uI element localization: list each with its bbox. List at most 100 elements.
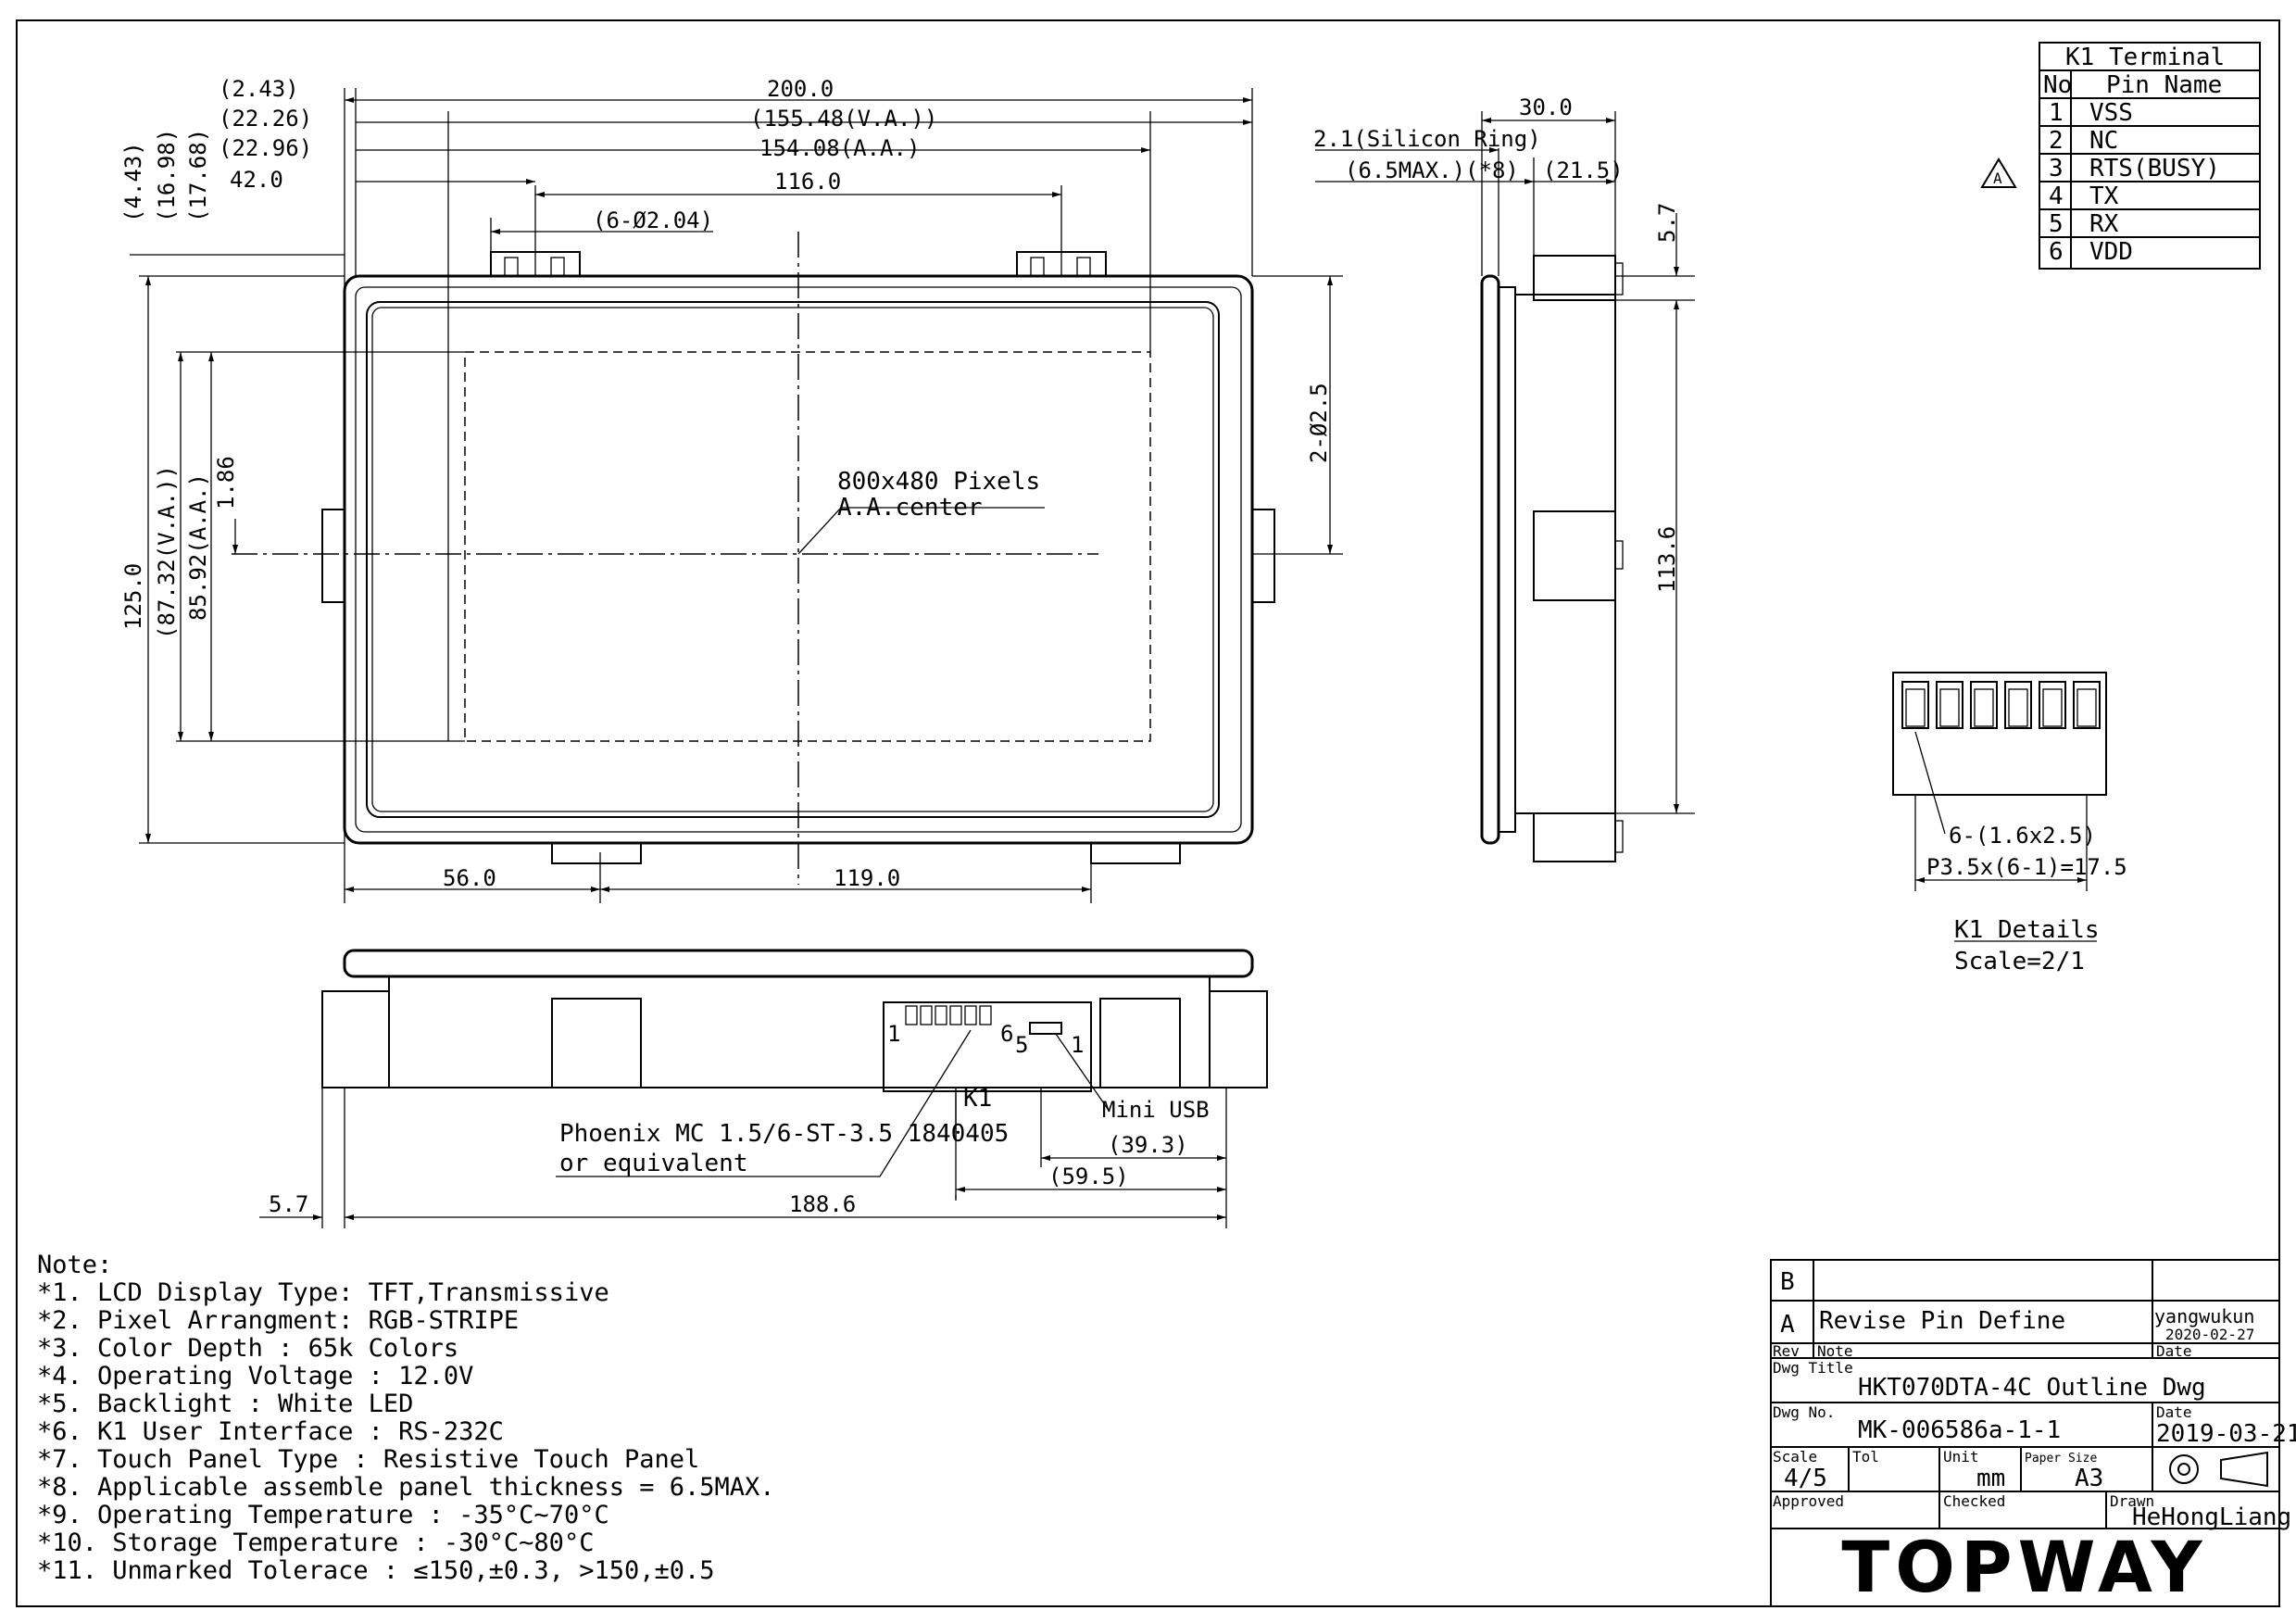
dim-front-va-height: (87.32(V.A.)) <box>154 465 180 639</box>
dim-front-2-43: (2.43) <box>219 76 299 102</box>
k1-header-no: No <box>2043 71 2072 99</box>
note-item: *9. Operating Temperature : -35°C~70°C <box>37 1501 609 1529</box>
sheet-border <box>16 19 2280 1607</box>
k1-row-no: 4 <box>2049 182 2064 210</box>
side-view: 30.0 2.1(Silicon Ring) (6.5MAX.)(*8) (21… <box>1313 94 1695 862</box>
dim-side-21-5: (21.5) <box>1543 157 1624 183</box>
dim-bottom-188-6: 188.6 <box>789 1191 856 1217</box>
dim-front-holes-right: 2-Ø2.5 <box>1306 383 1332 463</box>
label-usb-pin-5: 5 <box>1015 1032 1028 1058</box>
dim-front-22-96: (22.96) <box>219 135 312 161</box>
k1-table-title: K1 Terminal <box>2065 44 2225 71</box>
note-item: *6. K1 User Interface : RS-232C <box>37 1417 504 1446</box>
k1-row-no: 6 <box>2049 238 2064 266</box>
k1-row-no: 5 <box>2049 210 2064 238</box>
dim-front-va-width: (155.48(V.A.)) <box>750 106 937 132</box>
revision-triangle-letter: A <box>1993 170 2002 187</box>
dim-front-56: 56.0 <box>443 865 496 891</box>
tol-label: Tol <box>1852 1448 1879 1466</box>
note-item: *7. Touch Panel Type : Resistive Touch P… <box>37 1445 699 1474</box>
k1-detail-title: K1 Details <box>1954 916 2100 944</box>
paper-size-value: A3 <box>2075 1465 2103 1492</box>
dim-side-5-7: 5.7 <box>1654 203 1680 243</box>
rev-a-date: 2020-02-27 <box>2165 1326 2254 1343</box>
dim-front-17-68: (17.68) <box>185 129 211 222</box>
dim-side-panel-thickness: (6.5MAX.)(*8) <box>1345 157 1519 183</box>
note-header: Note <box>1817 1342 1853 1360</box>
dwg-title: HKT070DTA-4C Outline Dwg <box>1858 1374 2206 1402</box>
unit-label: Unit <box>1943 1448 1979 1466</box>
dim-front-22-26: (22.26) <box>219 106 312 132</box>
label-pin-6: 6 <box>1000 1021 1013 1047</box>
bottom-view: Phoenix MC 1.5/6-ST-3.5 1840405 or equiv… <box>259 949 1268 1228</box>
drawn-label: Drawn <box>2110 1492 2154 1510</box>
unit-value: mm <box>1976 1465 2005 1492</box>
dim-side-30: 30.0 <box>1519 94 1573 120</box>
notes-heading: Note: <box>37 1251 112 1279</box>
k1-row-name: VSS <box>2089 99 2133 127</box>
front-view: (2.43) (22.26) (22.96) 42.0 200.0 (155.4… <box>120 76 1343 903</box>
callout-equivalent: or equivalent <box>559 1150 748 1177</box>
dim-front-200: 200.0 <box>767 76 834 102</box>
k1-row-name: VDD <box>2089 238 2133 266</box>
k1-terminal-table: K1 Terminal No Pin Name 1 VSS 2 NC 3 RTS… <box>1980 42 2261 270</box>
k1-row-name: RX <box>2089 210 2119 238</box>
dwg-no-label: Dwg No. <box>1773 1403 1835 1421</box>
scale-label: Scale <box>1773 1448 1817 1466</box>
k1-header-pin-name: Pin Name <box>2106 71 2222 99</box>
dim-front-aa-height: 85.92(A.A.) <box>185 473 211 621</box>
k1-detail-pitch: P3.5x(6-1)=17.5 <box>1926 854 2127 880</box>
label-pixels: 800x480 Pixels <box>837 468 1040 496</box>
projection-symbol-icon <box>2169 1451 2268 1488</box>
note-item: *11. Unmarked Tolerace : ≤150,±0.3, >150… <box>37 1556 715 1585</box>
dim-bottom-59-5: (59.5) <box>1048 1164 1129 1189</box>
dim-front-119: 119.0 <box>834 865 900 891</box>
label-usb-pin-1: 1 <box>1071 1032 1084 1058</box>
rev-b: B <box>1780 1268 1795 1296</box>
note-item: *3. Color Depth : 65k Colors <box>37 1334 458 1363</box>
approved-label: Approved <box>1773 1492 1844 1510</box>
dim-front-42: 42.0 <box>230 167 283 193</box>
k1-row-no: 3 <box>2049 155 2064 182</box>
k1-detail-pin-size: 6-(1.6x2.5) <box>1949 823 2096 849</box>
date-header: Date <box>2156 1342 2192 1360</box>
dim-front-aa-width: 154.08(A.A.) <box>759 135 920 161</box>
label-aa-center: A.A.center <box>837 494 983 522</box>
rev-a-by: yangwukun <box>2154 1305 2254 1327</box>
dim-front-16-98: (16.98) <box>154 129 180 222</box>
company-logo: TOPWAY <box>1841 1526 2207 1608</box>
title-block: B A Revise Pin Define yangwukun 2020-02-… <box>1770 1259 2296 1608</box>
dim-front-holes: (6-Ø2.04) <box>593 208 713 233</box>
note-item: *8. Applicable assemble panel thickness … <box>37 1473 775 1502</box>
scale-value: 4/5 <box>1784 1465 1827 1492</box>
dwg-no: MK-006586a-1-1 <box>1858 1416 2061 1444</box>
note-item: *1. LCD Display Type: TFT,Transmissive <box>37 1278 609 1307</box>
k1-row-name: NC <box>2089 127 2118 155</box>
note-item: *5. Backlight : White LED <box>37 1390 413 1418</box>
k1-row-no: 2 <box>2049 127 2064 155</box>
dim-side-113-6: 113.6 <box>1654 526 1680 593</box>
dim-side-silicon-ring: 2.1(Silicon Ring) <box>1313 126 1541 152</box>
dim-bottom-39-3: (39.3) <box>1108 1132 1188 1158</box>
rev-a-note: Revise Pin Define <box>1819 1307 2065 1335</box>
revision-triangle-icon <box>1980 157 2017 188</box>
drawing-date: 2019-03-21 <box>2156 1420 2296 1448</box>
dim-front-116: 116.0 <box>774 169 841 195</box>
label-mini-usb: Mini USB <box>1102 1097 1210 1123</box>
dim-front-1-86: 1.86 <box>213 456 239 510</box>
drawn-by: HeHongLiang <box>2132 1503 2291 1531</box>
dim-front-4-43: (4.43) <box>120 142 146 222</box>
k1-row-no: 1 <box>2049 99 2064 127</box>
dwg-title-label: Dwg Title <box>1773 1359 1853 1377</box>
note-item: *10. Storage Temperature : -30°C~80°C <box>37 1529 594 1557</box>
callout-phoenix: Phoenix MC 1.5/6-ST-3.5 1840405 <box>559 1120 1009 1148</box>
rev-header: Rev <box>1773 1342 1800 1360</box>
notes-block: Note: *1. LCD Display Type: TFT,Transmis… <box>37 1251 775 1585</box>
k1-row-name: TX <box>2089 182 2119 210</box>
date-label: Date <box>2156 1403 2192 1421</box>
dim-bottom-5-7: 5.7 <box>269 1191 308 1217</box>
k1-row-name: RTS(BUSY) <box>2089 155 2220 182</box>
label-k1: K1 <box>963 1085 992 1113</box>
note-item: *2. Pixel Arrangment: RGB-STRIPE <box>37 1306 519 1335</box>
